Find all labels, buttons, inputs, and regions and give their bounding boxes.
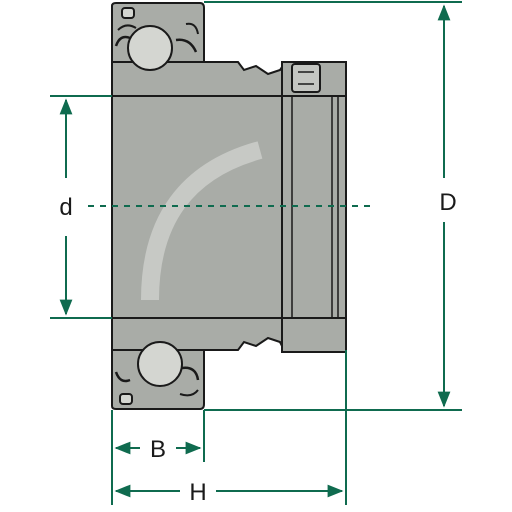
cage-icon [114,371,131,383]
seal-icon [117,24,137,31]
label-d: d [59,194,72,221]
ball-row-bottom [114,341,200,405]
label-B: B [150,436,166,463]
label-D: D [439,189,456,216]
inner-sleeve [111,61,347,351]
seal-icon [179,389,199,397]
cage-icon [181,366,200,381]
dimension-arrows [59,4,451,498]
watermark-arc [141,141,263,301]
cage-icon [114,35,131,47]
ball-row-top [114,7,199,71]
seal-lip-icon [121,7,135,19]
cage-icon [175,38,198,53]
bearing-body [111,1,347,410]
seal-lip-icon [119,393,133,405]
extension-lines [50,1,462,505]
ball-element-icon [127,25,173,71]
seal-icon [185,22,199,35]
ball-element-icon [137,341,183,387]
collar-bottom [281,317,347,353]
set-screw-icon [291,63,321,93]
label-H: H [189,479,206,506]
